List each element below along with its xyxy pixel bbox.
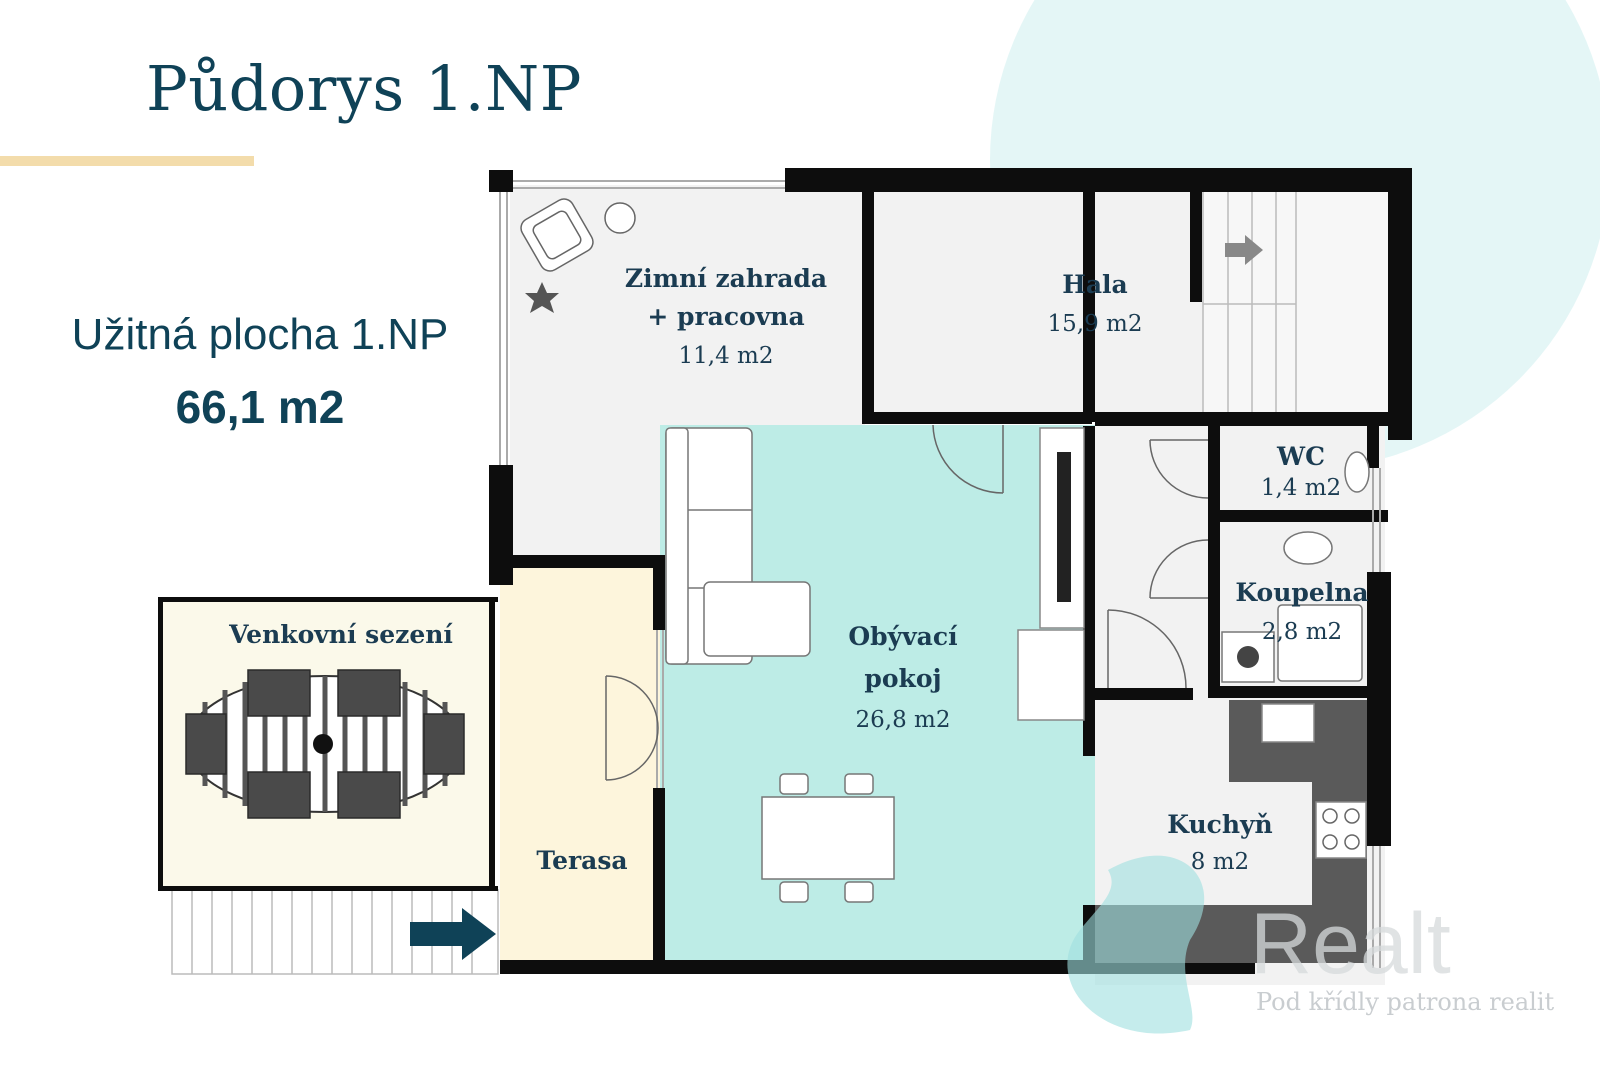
cabinet — [1017, 629, 1085, 721]
outdoor-dining-set — [185, 669, 465, 819]
entry-arrow-icon — [410, 908, 496, 960]
room-zimni-zahrada-area: 11,4 m2 — [678, 343, 774, 369]
walls — [158, 168, 1412, 974]
watermark-logo-icon — [1067, 855, 1205, 1034]
usable-area-label: Užitná plocha 1.NP — [71, 310, 449, 359]
tv-icon — [1057, 452, 1071, 602]
usable-area-value: 66,1 m2 — [175, 381, 345, 433]
room-koupelna-name: Koupelna — [1235, 578, 1369, 607]
shower-icon — [1277, 604, 1363, 682]
watermark-brand: Realt — [1250, 896, 1451, 992]
room-hala-area: 15,9 m2 — [1047, 311, 1143, 337]
armchair — [520, 198, 594, 272]
room-zimni-zahrada-name-1: Zimní zahrada — [624, 264, 828, 293]
page-title: Půdorys 1.NP — [146, 52, 582, 125]
kitchen-sink-icon — [1261, 703, 1315, 743]
floor-terasa — [500, 568, 660, 970]
windows — [499, 180, 1381, 968]
room-koupelna-area: 2,8 m2 — [1261, 619, 1343, 645]
room-kuchyn-area: 8 m2 — [1190, 849, 1250, 875]
room-obyvaci-pokoj-name-1: Obývací — [848, 622, 958, 651]
room-obyvaci-pokoj-name-2: pokoj — [864, 664, 942, 693]
room-zimni-zahrada-name-2: + pracovna — [647, 302, 805, 331]
side-table — [604, 202, 636, 234]
title-underline — [0, 156, 254, 166]
room-wc-area: 1,4 m2 — [1260, 475, 1342, 501]
plant-icon — [525, 282, 559, 313]
room-venkovni-sezeni-name: Venkovní sezení — [229, 620, 453, 649]
room-obyvaci-pokoj-area: 26,8 m2 — [855, 707, 951, 733]
hob-burners — [1322, 808, 1360, 850]
toilet-icon — [1344, 451, 1370, 493]
room-kuchyn-name: Kuchyň — [1167, 810, 1273, 839]
room-wc-name: WC — [1277, 442, 1325, 471]
watermark-tagline: Pod křídly patrona realit — [1256, 988, 1555, 1016]
stair-direction-icon — [1225, 235, 1263, 265]
staircase — [1202, 189, 1392, 419]
washing-machine-drum — [1237, 646, 1259, 668]
sofa — [665, 427, 811, 665]
room-hala-name: Hala — [1062, 270, 1128, 299]
dining-table — [761, 773, 895, 903]
doors — [605, 424, 1209, 781]
hob-icon — [1315, 801, 1367, 859]
room-terasa-name: Terasa — [536, 846, 628, 875]
washbasin-icon — [1283, 531, 1333, 565]
